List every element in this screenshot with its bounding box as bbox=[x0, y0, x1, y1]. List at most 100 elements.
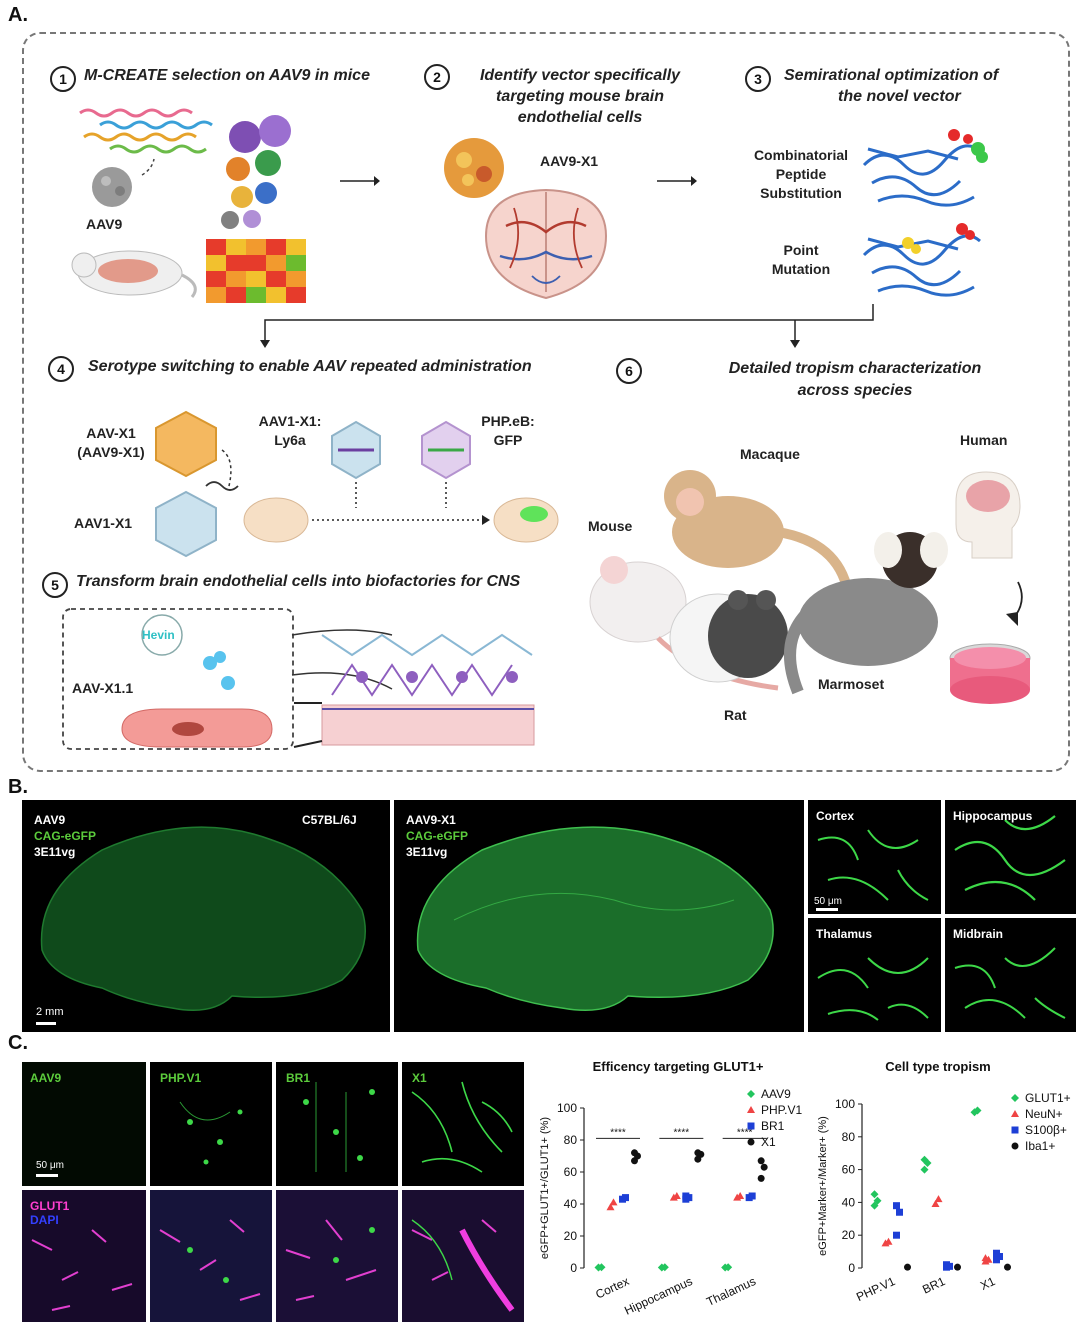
point-mutation-label-line1: Point bbox=[783, 242, 819, 258]
species-illustration bbox=[589, 470, 1031, 704]
y-tick-label: 20 bbox=[564, 1229, 578, 1243]
hippocampus-label: Hippocampus bbox=[953, 809, 1033, 823]
combinatorial-label-line2: Peptide bbox=[775, 166, 827, 182]
legend-entry: GLUT1+ bbox=[1010, 1090, 1071, 1106]
x-tick-label: Thalamus bbox=[704, 1274, 758, 1309]
legend-entry: PHP.V1 bbox=[746, 1102, 802, 1118]
macaque-icon bbox=[664, 470, 853, 594]
phpeb-gfp-label-line2: GFP bbox=[493, 432, 523, 448]
aav1-x1-ly6a-label-line2: Ly6a bbox=[274, 432, 306, 448]
mouse-anatomy-icon bbox=[71, 250, 197, 298]
protein-structures-illustration bbox=[862, 129, 988, 297]
legend-marker bbox=[747, 1090, 755, 1098]
data-point bbox=[904, 1263, 911, 1271]
data-point bbox=[694, 1149, 702, 1157]
marmoset-label: Marmoset bbox=[818, 676, 885, 692]
data-point bbox=[993, 1249, 1000, 1257]
x-tick-label: PHP.V1 bbox=[854, 1274, 897, 1304]
legend-marker-shape bbox=[747, 1122, 755, 1130]
aav-x1-1-label: AAV-X1.1 bbox=[72, 680, 134, 696]
cortex-label: Cortex bbox=[816, 809, 855, 823]
aav9-egfp-image: AAV9 50 μm bbox=[22, 1062, 146, 1186]
aav9-b-label: AAV9 bbox=[34, 813, 66, 827]
dose-b2-label: 3E11vg bbox=[406, 845, 448, 859]
y-axis-label: eGFP+Marker+/Marker+ (%) bbox=[817, 1116, 829, 1256]
step-4-number: 4 bbox=[48, 356, 74, 382]
aav1-x1-ly6a-label-line1: AAV1-X1: bbox=[258, 413, 322, 429]
legend-label: GLUT1+ bbox=[1025, 1091, 1071, 1105]
aav1-x1-label: AAV1-X1 bbox=[74, 515, 133, 531]
data-point bbox=[760, 1163, 768, 1171]
y-tick-label: 60 bbox=[564, 1165, 578, 1179]
hevin-label: Hevin bbox=[142, 628, 175, 642]
data-point bbox=[682, 1192, 690, 1200]
legend-marker bbox=[1011, 1126, 1019, 1134]
panel-b-label: B. bbox=[8, 776, 28, 798]
legend-marker-shape bbox=[747, 1138, 755, 1146]
protein-structure-icon bbox=[862, 144, 981, 207]
data-point bbox=[736, 1192, 745, 1199]
mouse-label: Mouse bbox=[588, 518, 633, 534]
data-point bbox=[954, 1263, 961, 1271]
data-point bbox=[896, 1208, 903, 1216]
data-point bbox=[934, 1195, 943, 1203]
step-5-title: Transform brain endothelial cells into b… bbox=[76, 573, 521, 590]
step-2-number: 2 bbox=[424, 64, 450, 90]
data-point bbox=[920, 1165, 929, 1174]
significance-label: **** bbox=[674, 1127, 690, 1138]
heatmap-icon bbox=[206, 239, 306, 303]
brain-icon bbox=[484, 188, 608, 300]
scale-bar-50um-c bbox=[36, 1174, 58, 1177]
cag-egfp-b2-label: CAG-eGFP bbox=[406, 829, 469, 843]
aav-x1-label-line1: AAV-X1 bbox=[86, 425, 136, 441]
step-4-title: Serotype switching to enable AAV repeate… bbox=[88, 358, 532, 375]
step-6-title-line1: Detailed tropism characterization bbox=[728, 360, 982, 377]
scale-50um-b-label: 50 μm bbox=[814, 896, 842, 907]
dose-b-label: 3E11vg bbox=[34, 845, 76, 859]
step-3-title-line2: the novel vector bbox=[838, 88, 961, 105]
rat-icon bbox=[669, 590, 788, 683]
data-point bbox=[724, 1263, 733, 1272]
data-point bbox=[884, 1237, 893, 1245]
legend-label: X1 bbox=[761, 1135, 776, 1149]
legend-entry: X1 bbox=[746, 1134, 802, 1150]
thalamus-tile: Thalamus bbox=[808, 918, 941, 1032]
chart1-title: Efficency targeting GLUT1+ bbox=[592, 1059, 764, 1074]
data-point bbox=[873, 1196, 882, 1205]
phpv1-c-label: PHP.V1 bbox=[160, 1071, 202, 1085]
data-point bbox=[1004, 1263, 1011, 1271]
y-tick-label: 0 bbox=[848, 1261, 855, 1275]
chart2-title: Cell type tropism bbox=[885, 1059, 991, 1074]
panel-a-label: A. bbox=[8, 4, 28, 26]
step-5-number: 5 bbox=[42, 572, 68, 598]
y-tick-label: 40 bbox=[842, 1195, 856, 1209]
aav9-capsid-icon bbox=[92, 167, 132, 207]
legend-marker-shape bbox=[1011, 1094, 1019, 1102]
cortex-tile: Cortex 50 μm bbox=[808, 800, 941, 914]
data-point bbox=[622, 1194, 629, 1202]
point-mutation-label-line2: Mutation bbox=[771, 261, 831, 277]
aav-x1-capsid-icon bbox=[155, 410, 217, 478]
data-point bbox=[631, 1149, 638, 1157]
aav1-x1-capsid-icon bbox=[155, 490, 217, 558]
legend-entry: NeuN+ bbox=[1010, 1106, 1071, 1122]
data-point bbox=[609, 1198, 618, 1206]
data-point bbox=[748, 1192, 756, 1200]
dapi-label: DAPI bbox=[30, 1213, 59, 1227]
data-point bbox=[757, 1174, 765, 1182]
br1-glut1-dapi-image bbox=[276, 1190, 398, 1322]
brain-vasculature-illustration bbox=[444, 138, 608, 300]
step-6-number: 6 bbox=[616, 358, 642, 384]
macaque-label: Macaque bbox=[740, 446, 800, 462]
legend-label: BR1 bbox=[761, 1119, 785, 1133]
rat-label: Rat bbox=[724, 707, 747, 723]
biofactory-illustration bbox=[62, 608, 535, 750]
scale-bar-50um-b bbox=[816, 908, 838, 911]
legend-marker bbox=[747, 1106, 755, 1113]
human-label: Human bbox=[960, 432, 1008, 448]
data-point bbox=[757, 1157, 765, 1165]
x-tick-label: Hippocampus bbox=[622, 1274, 694, 1318]
